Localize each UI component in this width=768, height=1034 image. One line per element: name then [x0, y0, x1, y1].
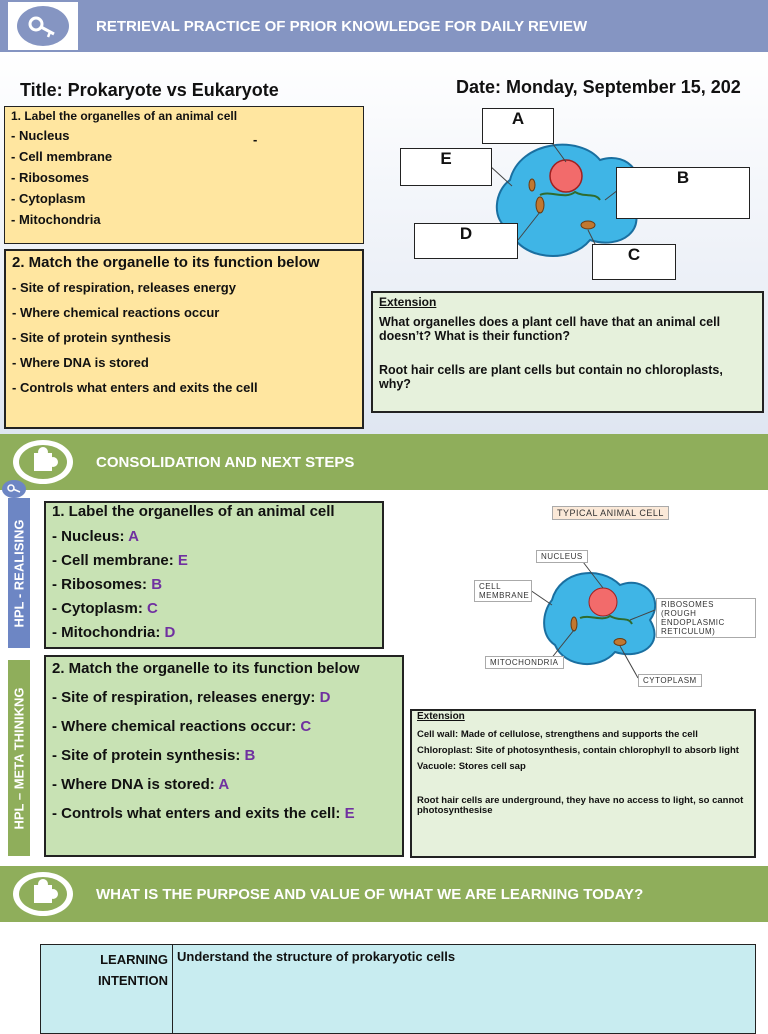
- learning-intention-label: LEARNING INTENTION: [40, 944, 173, 1034]
- diagram-label-nucleus: NUCLEUS: [536, 550, 588, 563]
- retrieval-q2-box: 2. Match the organelle to its function b…: [4, 249, 364, 429]
- answer-q2-item: - Site of respiration, releases energy: …: [52, 689, 331, 706]
- diagram-title: TYPICAL ANIMAL CELL: [552, 506, 669, 520]
- retrieval-q1-item: - Nucleus: [11, 128, 70, 143]
- retrieval-extension-q1: What organelles does a plant cell have t…: [379, 315, 721, 343]
- answer-extension-line: Chloroplast: Site of photosynthesis, con…: [417, 745, 739, 756]
- puzzle-logo: [8, 870, 78, 918]
- retrieval-q1-title: 1. Label the organelles of an animal cel…: [11, 109, 238, 123]
- answer-extension-box: Extension Cell wall: Made of cellulose, …: [410, 709, 756, 858]
- retrieval-q1-box: 1. Label the organelles of an animal cel…: [4, 106, 364, 244]
- retrieval-extension-box: Extension What organelles does a plant c…: [371, 291, 764, 413]
- lesson-date: Date: Monday, September 15, 202: [456, 77, 741, 97]
- answer-q1-item: - Cytoplasm: C: [52, 600, 158, 617]
- consolidation-title: CONSOLIDATION AND NEXT STEPS: [96, 453, 355, 471]
- answer-extension-line: Root hair cells are underground, they ha…: [417, 795, 744, 816]
- retrieval-q2-item: - Controls what enters and exits the cel…: [12, 380, 258, 395]
- label-box-c[interactable]: C: [592, 244, 676, 280]
- answer-q1-box: 1. Label the organelles of an animal cel…: [44, 501, 384, 649]
- learning-intention-value: Understand the structure of prokaryotic …: [172, 944, 756, 1034]
- answer-q1-item: - Ribosomes: B: [52, 576, 163, 593]
- answer-q2-item: - Site of protein synthesis: B: [52, 747, 256, 764]
- logo: [8, 2, 78, 50]
- consolidation-banner: CONSOLIDATION AND NEXT STEPS: [0, 434, 768, 490]
- key-brain-icon: [17, 6, 69, 46]
- diagram-label-mitochondria: MITOCHONDRIA: [485, 656, 564, 669]
- puzzle-brain-icon: [13, 872, 73, 916]
- retrieval-q2-item: - Site of protein synthesis: [12, 330, 171, 345]
- answer-extension-line: Cell wall: Made of cellulose, strengthen…: [417, 729, 698, 740]
- answer-q2-item: - Controls what enters and exits the cel…: [52, 805, 355, 822]
- purpose-banner: WHAT IS THE PURPOSE AND VALUE OF WHAT WE…: [0, 866, 768, 922]
- lesson-title: Title: Prokaryote vs Eukaryote: [20, 80, 279, 100]
- retrieval-extension-q2: Root hair cells are plant cells but cont…: [379, 363, 723, 391]
- retrieval-q1-item: - Mitochondria: [11, 212, 101, 227]
- key-icon: [2, 480, 26, 498]
- retrieval-q2-item: - Where DNA is stored: [12, 355, 149, 370]
- retrieval-banner: RETRIEVAL PRACTICE OF PRIOR KNOWLEDGE FO…: [0, 0, 768, 52]
- purpose-title: WHAT IS THE PURPOSE AND VALUE OF WHAT WE…: [96, 885, 644, 903]
- answer-q2-item: - Where chemical reactions occur: C: [52, 718, 312, 735]
- answer-q1-item: - Nucleus: A: [52, 528, 139, 545]
- stray-dash: -: [253, 132, 258, 147]
- answer-q1-item: - Mitochondria: D: [52, 624, 176, 641]
- answer-q2-item: - Where DNA is stored: A: [52, 776, 230, 793]
- retrieval-q2-item: - Where chemical reactions occur: [12, 305, 220, 320]
- diagram-label-cytoplasm: CYTOPLASM: [638, 674, 702, 687]
- side-label-meta-thinking: HPL – META THINIKNG: [8, 660, 30, 856]
- retrieval-q1-item: - Cytoplasm: [11, 191, 86, 206]
- retrieval-extension-title: Extension: [379, 295, 437, 309]
- retrieval-q2-title: 2. Match the organelle to its function b…: [12, 254, 320, 271]
- table-row: LEARNING INTENTION Understand the struct…: [40, 944, 756, 1034]
- cell-diagram-labelled: [529, 557, 657, 679]
- retrieval-q2-item: - Site of respiration, releases energy: [12, 280, 236, 295]
- banner-title: RETRIEVAL PRACTICE OF PRIOR KNOWLEDGE FO…: [96, 17, 588, 35]
- diagram-label-ribosomes: RIBOSOMES (ROUGH ENDOPLASMIC RETICULUM): [656, 598, 756, 638]
- answer-q1-item: - Cell membrane: E: [52, 552, 188, 569]
- label-box-d[interactable]: D: [414, 223, 518, 259]
- label-box-e[interactable]: E: [400, 148, 492, 186]
- learning-intention-table: LEARNING INTENTION Understand the struct…: [40, 944, 756, 1034]
- answer-q2-box: 2. Match the organelle to its function b…: [44, 655, 404, 857]
- retrieval-q1-item: - Cell membrane: [11, 149, 113, 164]
- diagram-label-membrane: CELL MEMBRANE: [474, 580, 532, 602]
- retrieval-q1-item: - Ribosomes: [11, 170, 90, 185]
- label-box-a[interactable]: A: [482, 108, 554, 144]
- puzzle-logo: [8, 438, 78, 486]
- side-label-realising: HPL - REALISING: [8, 498, 30, 648]
- puzzle-brain-icon: [13, 440, 73, 484]
- cell-diagram-unlabelled: [489, 139, 640, 257]
- answer-q1-title: 1. Label the organelles of an animal cel…: [52, 503, 335, 520]
- answer-extension-line: Vacuole: Stores cell sap: [417, 761, 526, 772]
- answer-extension-title: Extension: [417, 711, 465, 722]
- label-box-b[interactable]: B: [616, 167, 750, 219]
- answer-q2-title: 2. Match the organelle to its function b…: [52, 660, 360, 677]
